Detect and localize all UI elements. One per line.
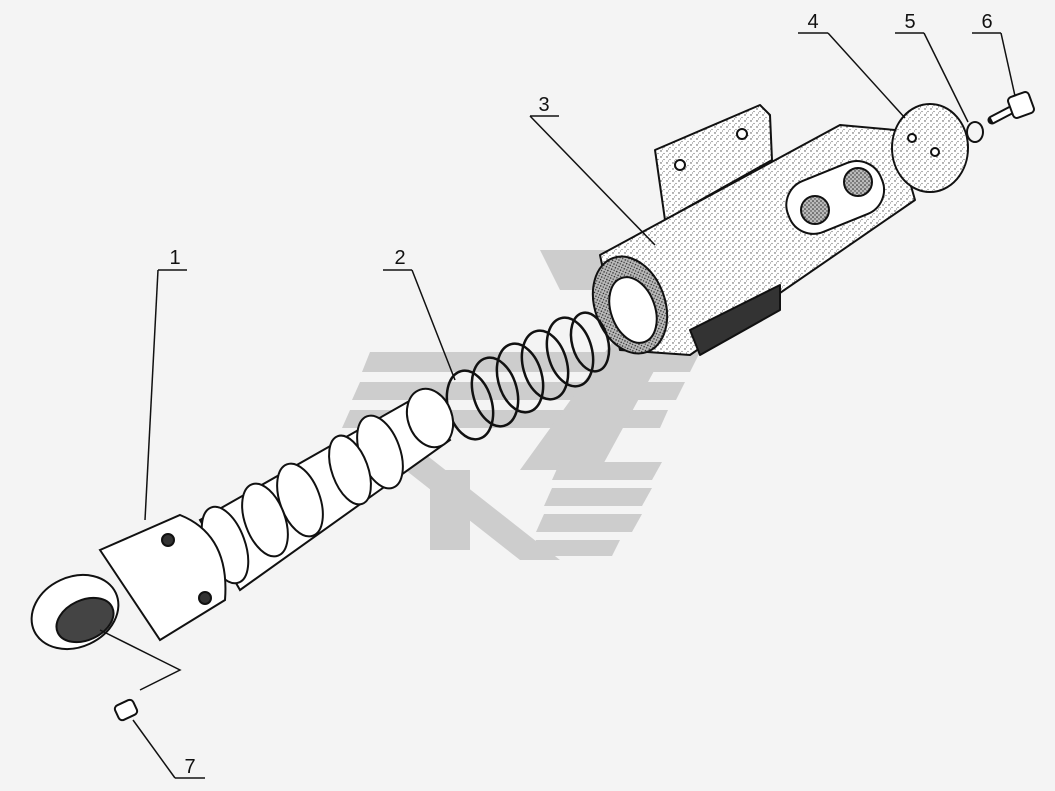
callout-2: 2 [394,247,406,269]
callout-5: 5 [904,11,916,33]
callout-4: 4 [807,11,819,33]
callout-6: 6 [981,11,993,33]
leader-lines [132,32,1016,779]
callout-7: 7 [184,756,196,778]
spool-part-1 [30,387,455,691]
bolt-part-6 [987,91,1035,125]
set-screw-part-7 [113,698,139,722]
plate-part-4 [891,103,969,193]
washer-part-5 [966,121,984,143]
callout-3: 3 [538,94,550,116]
housing-part-3 [591,104,916,356]
callout-1: 1 [169,247,181,269]
